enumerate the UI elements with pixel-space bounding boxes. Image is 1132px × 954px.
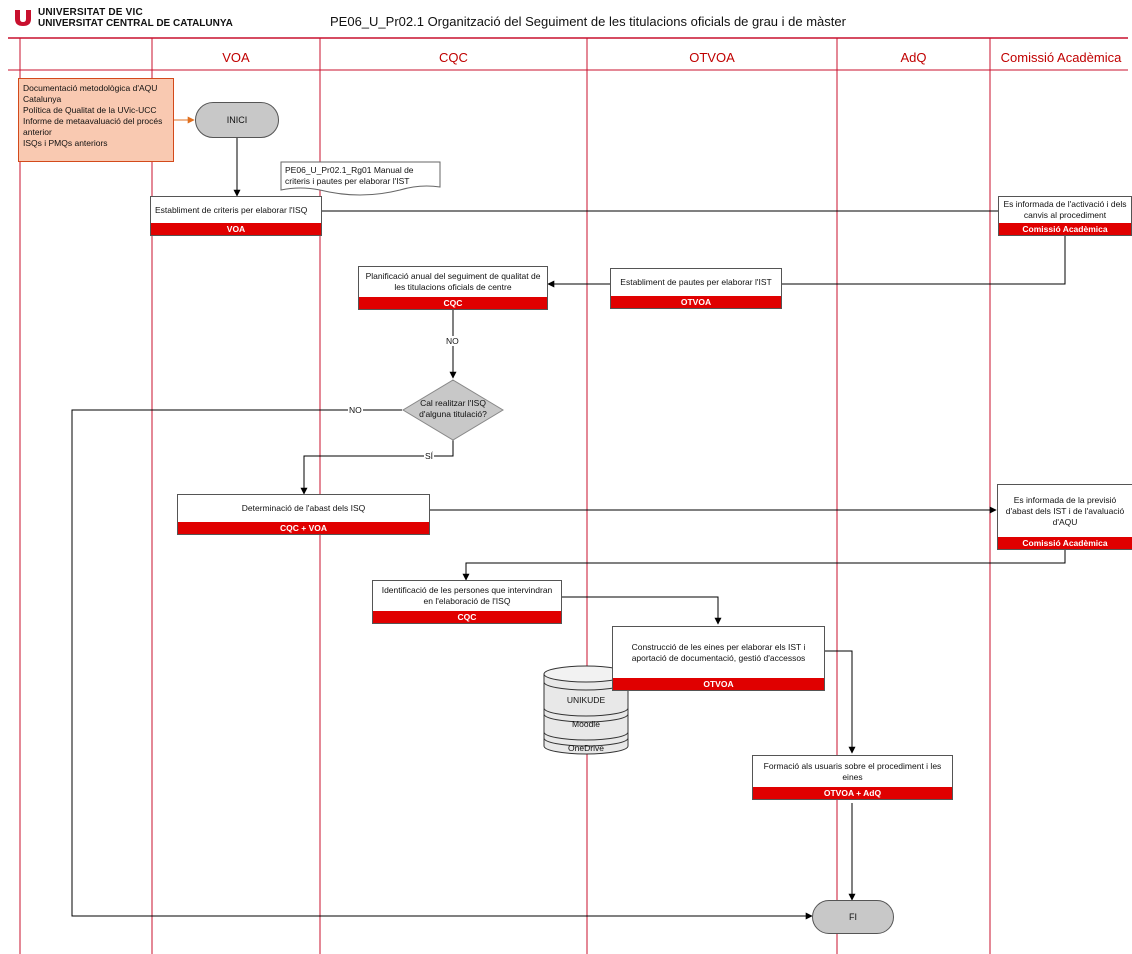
lane-header-voa: VOA: [222, 50, 250, 65]
input-line: Informe de metaavaluació del procés ante…: [23, 116, 163, 137]
step-role: OTVOA + AdQ: [753, 787, 952, 799]
step-role: VOA: [151, 223, 321, 235]
edge-label-no: NO: [348, 405, 363, 415]
step-role: CQC: [359, 297, 547, 309]
database-item: OneDrive: [568, 743, 604, 753]
step-text: Determinació de l'abast dels ISQ: [241, 503, 366, 513]
lane-header-adq: AdQ: [900, 50, 927, 65]
input-line: Documentació metodològica d'AQU Cataluny…: [23, 83, 158, 104]
step-role: Comissió Acadèmica: [998, 537, 1132, 549]
start-terminal: INICI: [195, 102, 279, 138]
step-ca-activacio: Es informada de l'activació i dels canvi…: [998, 196, 1132, 236]
step-text: Identificació de les persones que interv…: [381, 585, 553, 606]
step-identificacio: Identificació de les persones que interv…: [372, 580, 562, 624]
step-role: OTVOA: [611, 296, 781, 308]
edge-label-no: NO: [445, 336, 460, 346]
lane-separators: [19, 38, 991, 954]
decision-text: Cal realitzar l'ISQ d'alguna titulació?: [419, 398, 487, 419]
step-text: Establiment de criteris per elaborar l'I…: [155, 204, 308, 215]
lane-header-cqc: CQC: [439, 50, 468, 65]
lane-header-comissio: Comissió Acadèmica: [1000, 50, 1122, 65]
document-shape: [280, 161, 441, 196]
university-subname: UNIVERSITAT CENTRAL DE CATALUNYA: [38, 18, 233, 29]
decision-diamond: [402, 379, 504, 441]
university-name: UNIVERSITAT DE VIC: [38, 7, 143, 18]
step-criteris: Establiment de criteris per elaborar l'I…: [150, 196, 322, 236]
lane-header-otvoa: OTVOA: [689, 50, 735, 65]
page-title: PE06_U_Pr02.1 Organització del Seguiment…: [330, 14, 846, 29]
step-formacio: Formació als usuaris sobre el procedimen…: [752, 755, 953, 800]
step-text: Construcció de les eines per elaborar el…: [631, 641, 806, 663]
step-text: Establiment de pautes per elaborar l'IST: [620, 277, 772, 287]
step-determinacio: Determinació de l'abast dels ISQ CQC + V…: [177, 494, 430, 535]
edge-label-si: SÍ: [424, 451, 435, 461]
step-construccio: Construcció de les eines per elaborar el…: [612, 626, 825, 691]
end-terminal: FI: [812, 900, 894, 934]
document-text: PE06_U_Pr02.1_Rg01 Manual de criteris i …: [285, 165, 414, 186]
database-item: UNIKUDE: [566, 695, 606, 705]
step-text: Planificació anual del seguiment de qual…: [365, 271, 541, 292]
step-pautes: Establiment de pautes per elaborar l'IST…: [610, 268, 782, 309]
inputs-box: Documentació metodològica d'AQU Cataluny…: [18, 78, 174, 162]
step-role: OTVOA: [613, 678, 824, 690]
database-item: Moodle: [572, 719, 600, 729]
input-line: Política de Qualitat de la UVic-UCC: [23, 105, 157, 115]
step-role: Comissió Acadèmica: [999, 223, 1131, 235]
step-text: Formació als usuaris sobre el procedimen…: [763, 760, 942, 782]
step-text: Es informada de la previsió d'abast dels…: [1005, 494, 1125, 527]
step-text: Es informada de l'activació i dels canvi…: [1003, 199, 1127, 220]
step-role: CQC: [373, 611, 561, 623]
input-line: ISQs i PMQs anteriors: [23, 138, 108, 148]
database-icon: [543, 665, 629, 755]
step-role: CQC + VOA: [178, 522, 429, 534]
uvic-logo-icon: [15, 10, 31, 26]
step-ca-previsio: Es informada de la previsió d'abast dels…: [997, 484, 1132, 550]
step-planificacio: Planificació anual del seguiment de qual…: [358, 266, 548, 310]
